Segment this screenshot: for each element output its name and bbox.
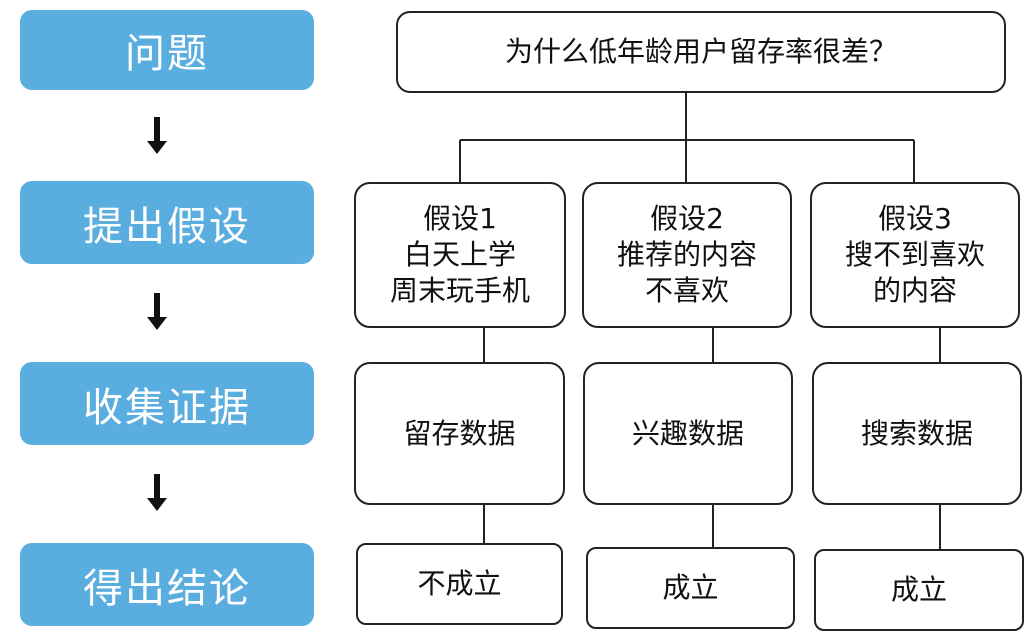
conclusion-box-3: 成立 — [814, 549, 1024, 631]
step-collect-evidence: 收集证据 — [20, 362, 314, 445]
step-label: 提出假设 — [83, 203, 251, 250]
hypothesis-box-3: 假设3 搜不到喜欢 的内容 — [810, 182, 1020, 328]
conclusion-text: 成立 — [890, 573, 947, 606]
question-box: 为什么低年龄用户留存率很差？ — [396, 11, 1006, 93]
hypothesis-line: 的内容 — [872, 274, 957, 307]
step-label: 收集证据 — [83, 384, 251, 431]
evidence-box-2: 兴趣数据 — [583, 362, 793, 505]
evidence-text: 留存数据 — [403, 416, 516, 450]
conclusion-text: 不成立 — [417, 567, 502, 600]
hypothesis-line: 白天上学 — [403, 238, 516, 271]
evidence-box-1: 留存数据 — [354, 362, 565, 505]
hypothesis-box-2: 假设2 推荐的内容 不喜欢 — [582, 182, 792, 328]
conclusion-text: 成立 — [662, 571, 719, 604]
hypothesis-title: 假设2 — [650, 202, 724, 235]
step-problem: 问题 — [20, 10, 314, 90]
conclusion-box-1: 不成立 — [356, 543, 563, 625]
hypothesis-title: 假设3 — [878, 202, 952, 235]
evidence-text: 兴趣数据 — [631, 416, 744, 450]
step-hypothesis: 提出假设 — [20, 181, 314, 264]
hypothesis-line: 不喜欢 — [644, 274, 729, 307]
evidence-text: 搜索数据 — [860, 416, 973, 450]
hypothesis-box-1: 假设1 白天上学 周末玩手机 — [354, 182, 566, 328]
hypothesis-line: 搜不到喜欢 — [844, 238, 985, 271]
step-label: 问题 — [125, 31, 209, 77]
conclusion-box-2: 成立 — [586, 547, 795, 629]
evidence-box-3: 搜索数据 — [812, 362, 1022, 505]
hypothesis-line: 周末玩手机 — [389, 274, 530, 307]
step-label: 得出结论 — [83, 565, 251, 612]
hypothesis-line: 推荐的内容 — [616, 238, 757, 271]
question-text: 为什么低年龄用户留存率很差？ — [504, 35, 897, 68]
step-conclusion: 得出结论 — [20, 543, 314, 626]
hypothesis-title: 假设1 — [423, 202, 497, 235]
